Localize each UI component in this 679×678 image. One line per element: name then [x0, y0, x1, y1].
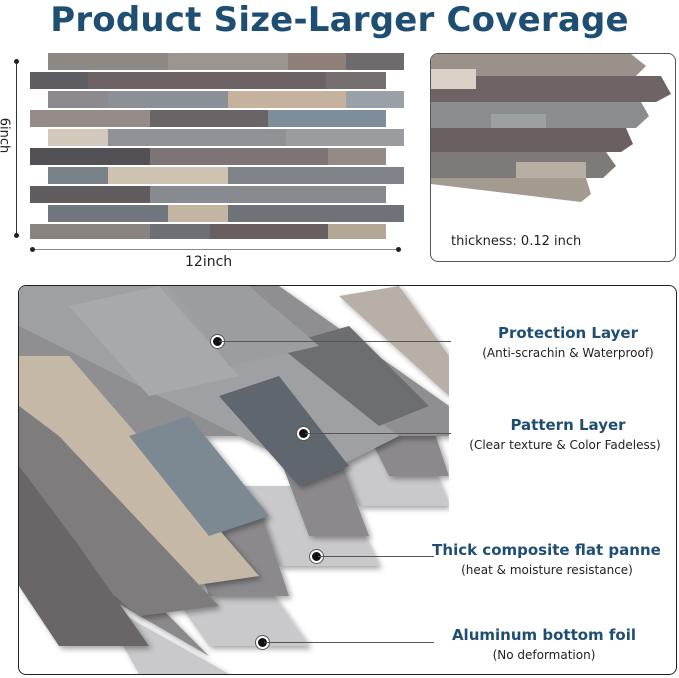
- layers-panel: Protection Layer (Anti-scrachin & Waterp…: [18, 285, 677, 675]
- layer-subtitle-composite: (heat & moisture resistance): [461, 563, 633, 577]
- dimension-endpoint: [30, 247, 35, 252]
- thickness-panel: thickness: 0.12 inch: [430, 53, 676, 262]
- thickness-label: thickness: 0.12 inch: [451, 234, 582, 249]
- dimension-endpoint: [396, 247, 401, 252]
- width-dimension-line: [32, 249, 399, 250]
- layer-title-protection: Protection Layer: [497, 324, 639, 342]
- tile-angled-graphic: [431, 54, 671, 202]
- height-dimension-line: [16, 61, 17, 236]
- callout-line-composite: [318, 556, 434, 557]
- layer-title-pattern: Pattern Layer: [510, 416, 626, 434]
- tile-front-image: [30, 53, 404, 239]
- layer-title-composite: Thick composite flat panne: [432, 541, 661, 559]
- layer-title-foil: Aluminum bottom foil: [451, 626, 637, 644]
- layers-exploded-graphic: [19, 286, 449, 674]
- dimension-endpoint: [14, 233, 19, 238]
- callout-line-foil: [264, 642, 434, 643]
- layer-subtitle-foil: (No deformation): [492, 648, 596, 662]
- dimension-endpoint: [14, 59, 19, 64]
- layer-subtitle-pattern: (Clear texture & Color Fadeless): [469, 438, 661, 452]
- height-label: 6inch: [0, 117, 12, 154]
- callout-line-pattern: [305, 433, 451, 434]
- page-title: Product Size-Larger Coverage: [50, 0, 629, 40]
- tile-planks-graphic: [30, 53, 404, 239]
- layer-subtitle-protection: (Anti-scrachin & Waterproof): [482, 346, 654, 360]
- callout-line-protection: [219, 341, 451, 342]
- width-label: 12inch: [185, 254, 233, 270]
